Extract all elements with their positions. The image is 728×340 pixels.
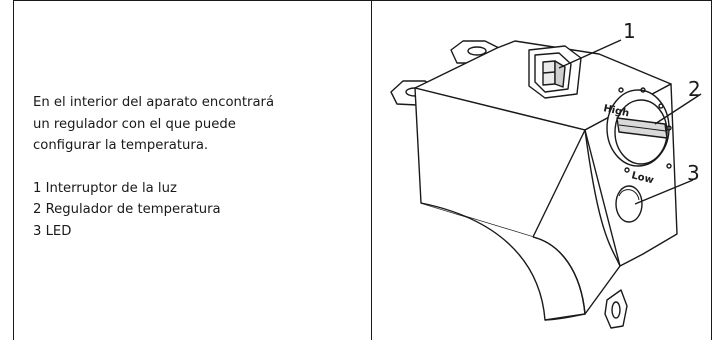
device-illustration: High Low 1 2 3 (390, 19, 702, 329)
legend-item-led: 3 LED (33, 223, 72, 239)
table-middle-divider (371, 0, 372, 340)
table-top-border (13, 0, 712, 1)
dial-low-label: Low (630, 170, 654, 186)
legend-list: 1 Interruptor de la luz 2 Regulador de t… (33, 178, 363, 243)
description-paragraph: En el interior del aparato encontrará un… (33, 92, 363, 157)
table-frame: En el interior del aparato encontrará un… (13, 0, 712, 340)
legend-item-temperature-regulator: 2 Regulador de temperatura (33, 202, 221, 217)
callout-2: 2 (688, 77, 701, 101)
description-line-3: configurar la temperatura. (33, 138, 209, 153)
callout-3: 3 (687, 161, 700, 185)
instruction-text-cell: En el interior del aparato encontrará un… (33, 92, 363, 242)
legend-item-light-switch: 1 Interruptor de la luz (33, 180, 177, 196)
table-right-border (711, 0, 712, 340)
table-left-border (13, 0, 14, 340)
description-line-2: un regulador con el que puede (33, 116, 236, 132)
callout-1: 1 (623, 19, 636, 43)
dial-high-label: High (602, 103, 630, 119)
description-line-1: En el interior del aparato encontrará (33, 95, 275, 110)
